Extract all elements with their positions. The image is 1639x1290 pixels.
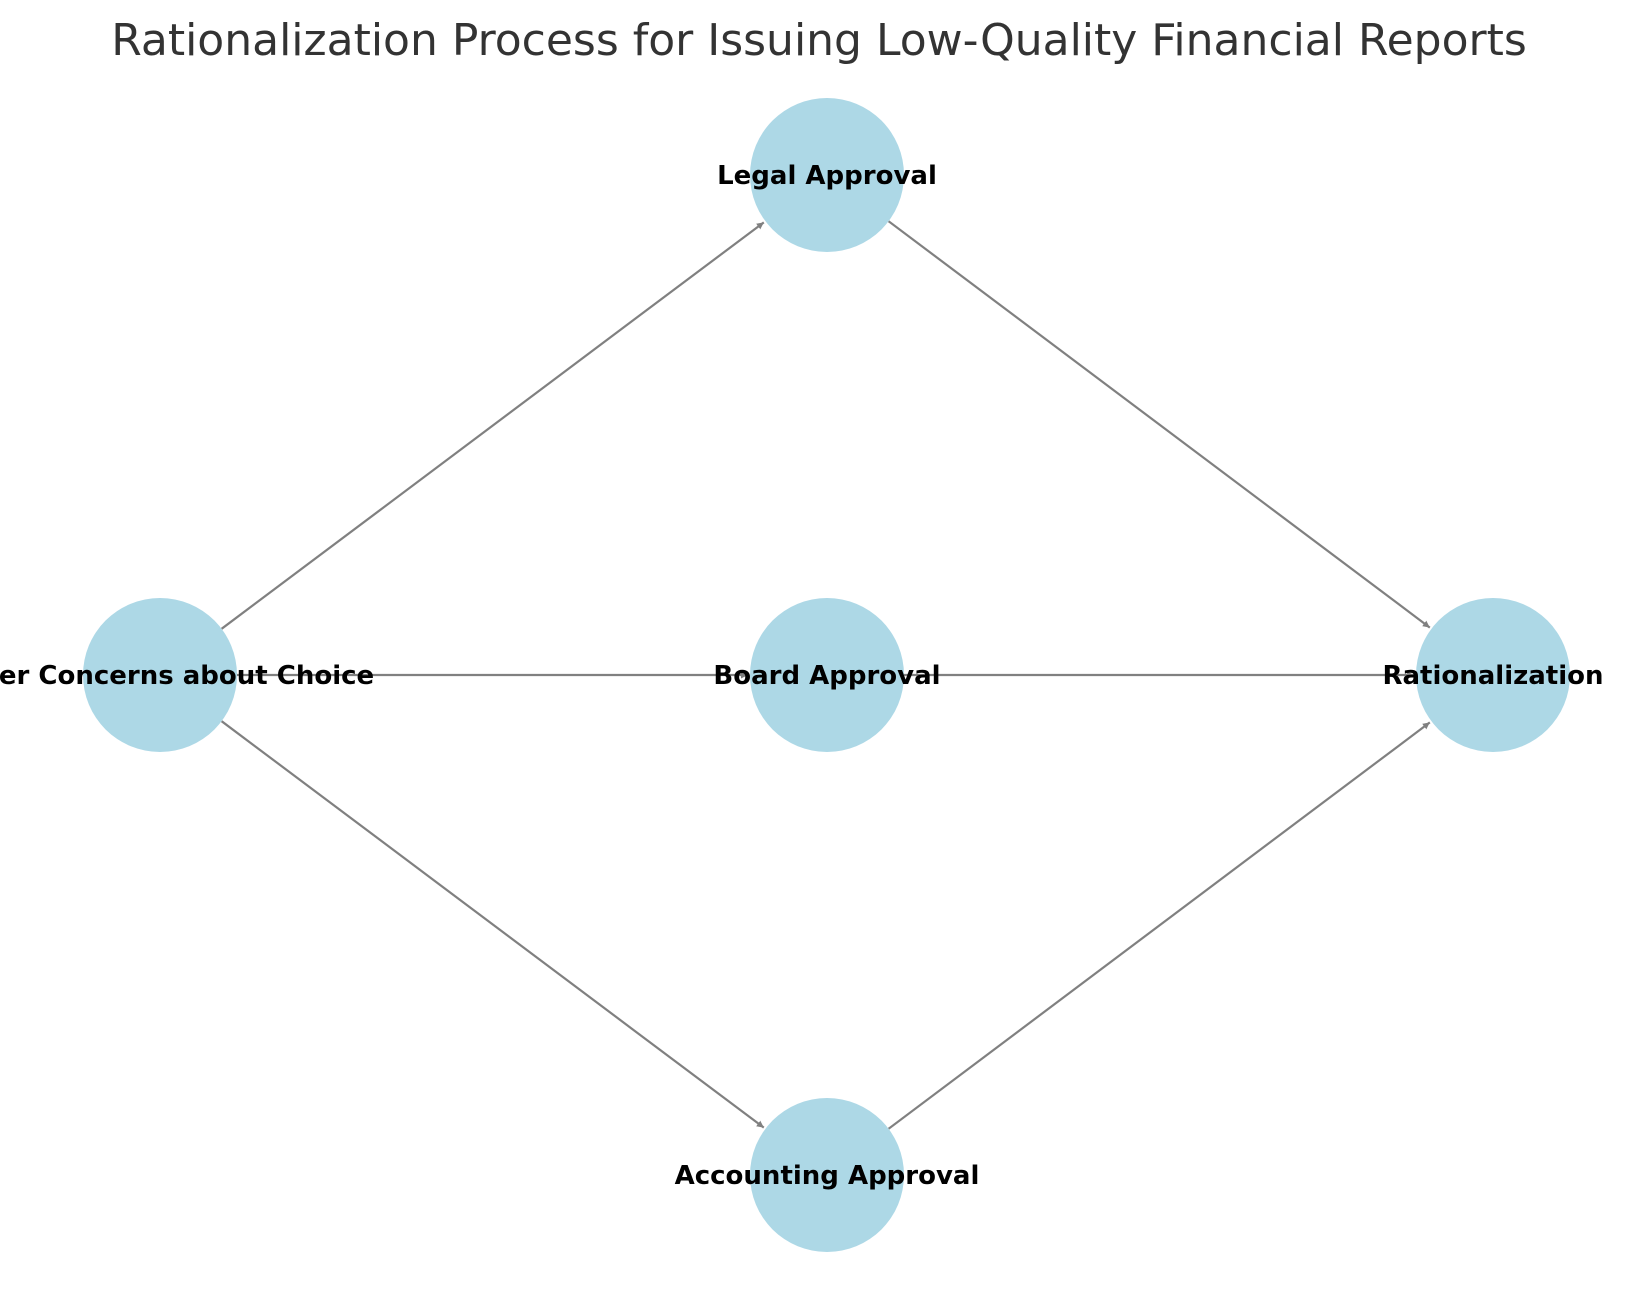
edge-legal-to-rationalization xyxy=(887,220,1431,629)
diagram-title: Rationalization Process for Issuing Low-… xyxy=(111,15,1527,66)
node-board[interactable] xyxy=(750,598,904,752)
node-legal[interactable] xyxy=(750,98,904,252)
labels-layer: Other Concerns about Choice Legal Approva… xyxy=(0,161,1604,1191)
node-label-legal: Legal Approval xyxy=(717,161,937,191)
edge-concerns-to-accounting xyxy=(220,720,765,1129)
node-accounting[interactable] xyxy=(750,1098,904,1252)
node-rationalization[interactable] xyxy=(1416,598,1570,752)
edge-concerns-to-legal xyxy=(220,221,765,630)
node-label-concerns: Other Concerns about Choice xyxy=(0,661,374,691)
nodes-layer xyxy=(83,98,1570,1252)
edges-layer xyxy=(220,220,1431,1130)
node-label-rationalization: Rationalization xyxy=(1382,661,1603,691)
edge-accounting-to-rationalization xyxy=(887,721,1431,1130)
node-label-board: Board Approval xyxy=(713,661,940,691)
node-label-accounting: Accounting Approval xyxy=(675,1161,980,1191)
node-concerns[interactable] xyxy=(83,598,237,752)
